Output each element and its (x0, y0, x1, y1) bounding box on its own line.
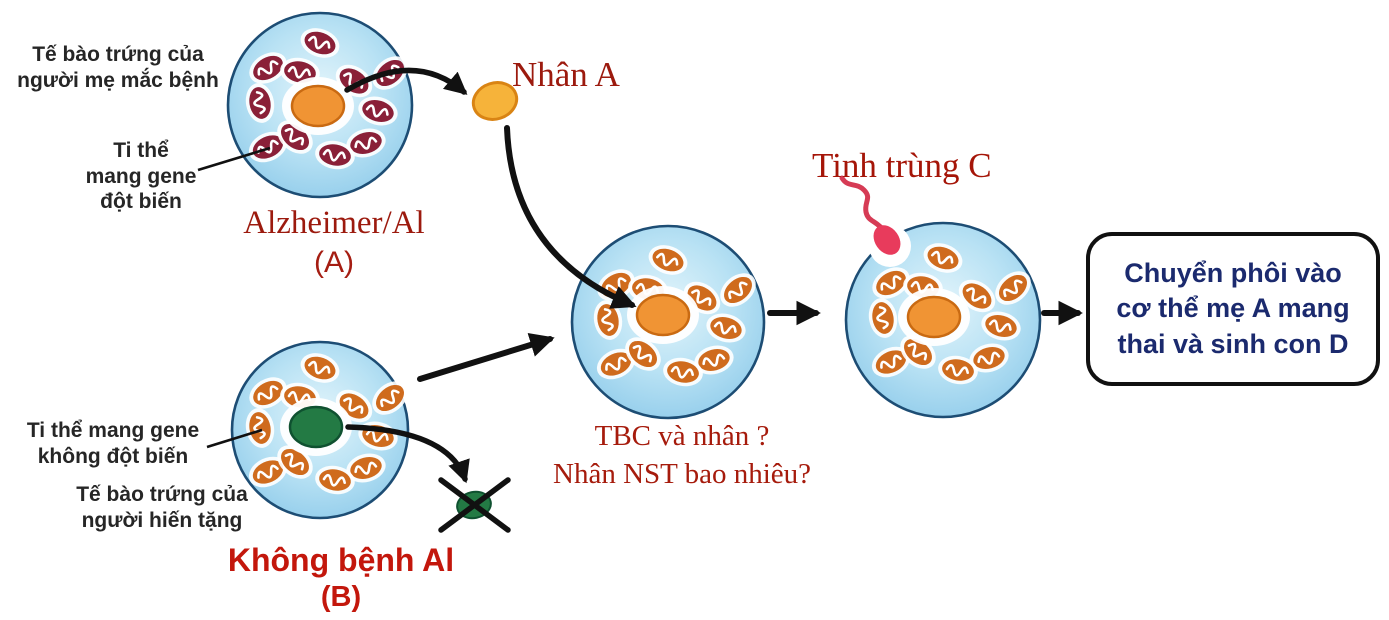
mitochondrion-icon (981, 311, 1021, 341)
mitochondrion-icon (706, 313, 746, 343)
egg-b-caption: Tế bào trứng của người hiến tặng (76, 483, 248, 532)
mito-b-caption: Ti thể mang gene không đột biến (26, 419, 200, 468)
mitochondrion-icon (249, 377, 287, 409)
outcome-text: Chuyển phôi vào cơ thể mẹ A mang thai và… (1116, 257, 1350, 359)
mitochondrion-icon (938, 355, 978, 385)
outcome-box: Chuyển phôi vào cơ thể mẹ A mang thai và… (1086, 232, 1380, 386)
mitochondrion-icon (346, 453, 386, 483)
cell-reconstructed-egg-cell (570, 224, 766, 420)
arrow-nucleus-b-discarded (345, 424, 470, 484)
arrow-nucleus-a-to-reconstructed (504, 125, 637, 309)
cell-b-letter-label: (B) (320, 581, 362, 613)
mitochondrion-icon (871, 346, 911, 378)
mitochondrion-icon (593, 300, 623, 340)
arrow-nucleus-a-extraction (344, 67, 468, 95)
cell-a-name-label: Alzheimer/Al (243, 205, 425, 241)
mitochondrion-icon (245, 408, 275, 448)
cell-diseased-mother-egg-cell (226, 11, 414, 199)
mitochondrion-icon (249, 52, 287, 84)
mitochondrion-icon (315, 140, 355, 170)
isolated-nucleus-a-icon (471, 81, 519, 121)
egg-a-caption: Tế bào trứng của người mẹ mắc bệnh (17, 43, 219, 92)
mitochondrion-icon (372, 381, 408, 415)
mitochondrion-icon (868, 298, 898, 338)
mitochondrion-icon (300, 353, 340, 383)
cell-b-name-label: Không bệnh Al (227, 542, 455, 578)
reconstructed-question-label: TBC và nhân ? Nhân NST bao nhiêu? (553, 420, 811, 490)
mitochondrion-icon (245, 83, 275, 123)
mitochondrion-icon (958, 279, 996, 313)
mitochondrion-icon (248, 456, 288, 488)
mitochondrion-icon (663, 357, 703, 387)
sperm-icon (839, 175, 901, 255)
mitochondrion-icon (694, 345, 734, 375)
mitochondrion-icon (625, 337, 661, 371)
cell-donor-egg-cell (230, 340, 410, 520)
mitochondrion-icon (315, 465, 355, 495)
mitochondrion-icon (720, 273, 756, 307)
mitochondrion-icon (995, 271, 1031, 305)
discarded-nucleus-b-icon (438, 477, 511, 533)
cell-a-letter-label: (A) (314, 246, 354, 279)
mitochondrion-icon (300, 28, 340, 58)
mitochondrion-icon (596, 348, 636, 380)
mitochondrion-icon (648, 245, 688, 275)
mitochondrion-icon (923, 243, 963, 273)
pointer-line-mito-b (206, 428, 263, 449)
mitochondrion-icon (969, 343, 1009, 373)
mitochondrion-icon (346, 128, 386, 158)
mitochondrion-icon (872, 267, 910, 299)
mitochondrion-icon (358, 96, 398, 126)
cell-fertilized-egg-cell (844, 221, 1042, 419)
pointer-line-mito-a (197, 146, 271, 172)
mitochondrion-icon (248, 131, 288, 163)
arrow-egg-b-to-reconstructed (417, 333, 555, 382)
sperm-c-label: Tinh trùng C (812, 146, 992, 185)
nucleus-a-label: Nhân A (512, 55, 620, 94)
mito-a-caption: Ti thể mang gene đột biến (85, 139, 197, 214)
mitochondrion-icon (277, 445, 313, 479)
